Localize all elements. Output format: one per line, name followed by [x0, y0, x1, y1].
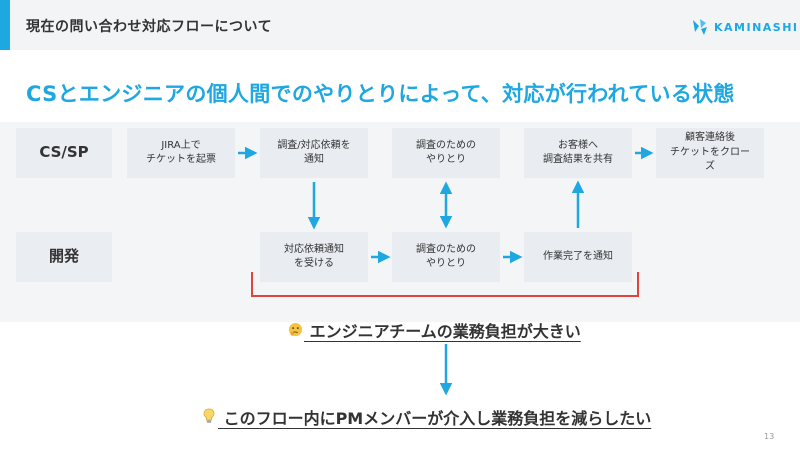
slide-header: 現在の問い合わせ対応フローについて [0, 0, 800, 50]
solution-statement: このフロー内にPMメンバーが介入し業務負担を減らしたい [200, 405, 651, 429]
flow-step-notify-request: 調査/対応依頼を 通知 [260, 128, 368, 178]
flow-step-share-result: お客様へ 調査結果を共有 [524, 128, 632, 178]
flow-step-dev-investigation: 調査のための やりとり [392, 232, 500, 282]
flow-step-create-ticket: JIRA上で チケットを起票 [127, 128, 235, 178]
flow-step-notify-completion: 作業完了を通知 [524, 232, 632, 282]
lane-label-cs: CS/SP [16, 128, 112, 178]
flow-step-close-ticket: 顧客連絡後 チケットをクロー ズ [656, 128, 764, 178]
thinking-face-icon [286, 322, 304, 341]
page-number: 13 [764, 432, 775, 441]
flow-step-receive-request: 対応依頼通知 を受ける [260, 232, 368, 282]
slide-title: 現在の問い合わせ対応フローについて [26, 19, 273, 35]
problem-statement: エンジニアチームの業務負担が大きい [286, 318, 581, 342]
solution-text: このフロー内にPMメンバーが介入し業務負担を減らしたい [223, 409, 652, 428]
flow-step-cs-investigation: 調査のための やりとり [392, 128, 500, 178]
slide-headline: CSとエンジニアの個人間でのやりとりによって、対応が行われている状態 [26, 82, 735, 106]
header-accent-bar [0, 0, 10, 50]
problem-text: エンジニアチームの業務負担が大きい [309, 322, 581, 341]
logo-text: KAMINASHI [714, 20, 799, 34]
lightbulb-icon [200, 408, 218, 428]
brand-logo: KAMINASHI [690, 17, 799, 37]
kaminashi-logo-icon [693, 19, 707, 35]
lane-label-dev: 開発 [16, 232, 112, 282]
